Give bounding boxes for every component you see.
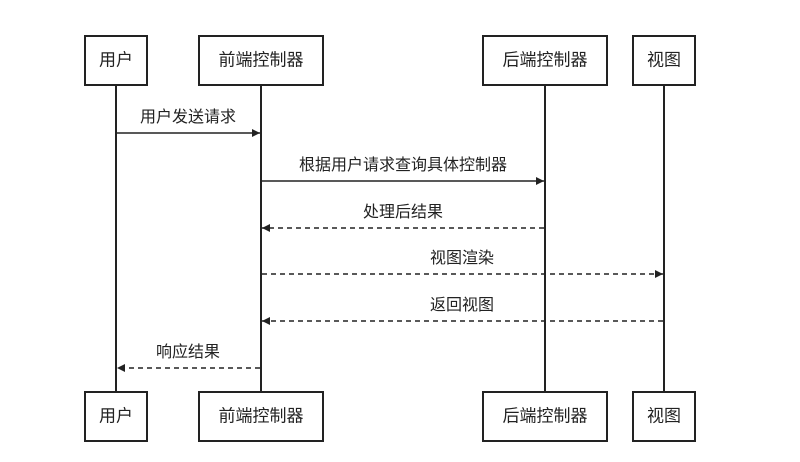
message-label: 视图渲染: [430, 248, 494, 267]
message-view-render: 视图渲染: [262, 248, 663, 278]
participant-label: 后端控制器: [503, 51, 588, 71]
participant-label: 用户: [99, 407, 133, 427]
participant-user-bottom: 用户: [84, 391, 148, 442]
participant-view-top: 视图: [632, 35, 696, 86]
participant-label: 前端控制器: [219, 407, 304, 427]
participant-back-bottom: 后端控制器: [482, 391, 608, 442]
message-query-controller: 根据用户请求查询具体控制器: [262, 155, 544, 185]
message-label: 用户发送请求: [140, 107, 236, 126]
participant-front-bottom: 前端控制器: [198, 391, 324, 442]
participant-label: 后端控制器: [503, 407, 588, 427]
participant-user-top: 用户: [84, 35, 148, 86]
message-label: 根据用户请求查询具体控制器: [299, 155, 507, 174]
participant-label: 前端控制器: [219, 51, 304, 71]
participant-label: 视图: [647, 51, 681, 71]
participant-back-top: 后端控制器: [482, 35, 608, 86]
message-user-send-request: 用户发送请求: [117, 107, 260, 137]
message-processed-result: 处理后结果: [262, 202, 544, 232]
participant-view-bottom: 视图: [632, 391, 696, 442]
participant-front-top: 前端控制器: [198, 35, 324, 86]
message-label: 返回视图: [430, 295, 494, 314]
participant-label: 视图: [647, 407, 681, 427]
message-label: 处理后结果: [363, 202, 443, 221]
participant-label: 用户: [99, 51, 133, 71]
message-return-view: 返回视图: [262, 295, 663, 325]
message-label: 响应结果: [156, 342, 220, 361]
message-response-result: 响应结果: [117, 342, 260, 372]
